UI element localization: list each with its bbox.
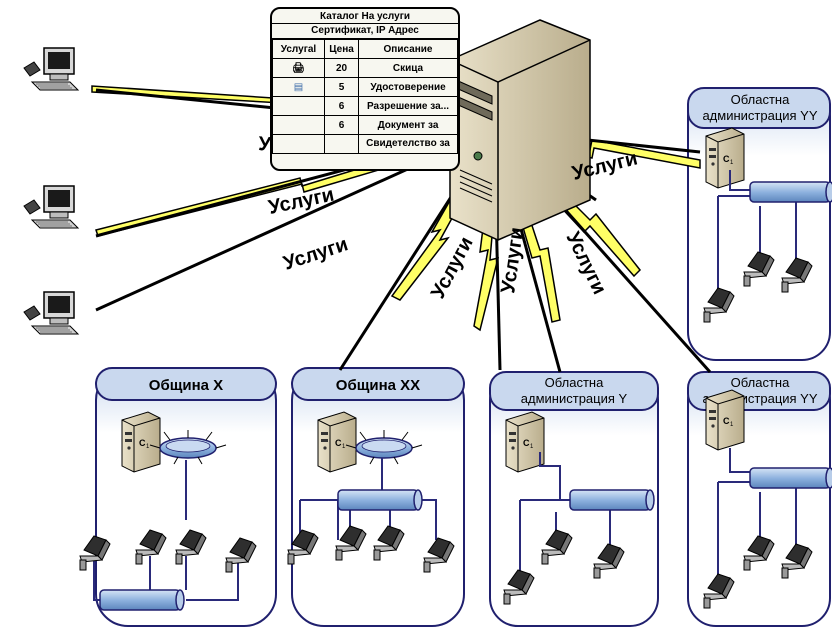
column-header: Услугаl [272, 39, 325, 59]
description-cell: Удостоверение [358, 77, 458, 97]
price-cell: 20 [324, 58, 359, 78]
server-icon [705, 389, 745, 451]
group-title-obshtina-x: Община X [149, 377, 223, 394]
group-title-admin-yy-top-line1: Областна [731, 92, 790, 107]
lan-admin-y [503, 411, 655, 605]
table-row: Свидетелство за [272, 134, 458, 154]
bus-icon [749, 181, 832, 203]
column-header: Описание [358, 39, 458, 59]
price-cell: 6 [324, 115, 359, 135]
bus-icon [99, 589, 185, 611]
client-computer-icon [23, 291, 79, 335]
link-label: Услуги [281, 233, 351, 274]
client-computer-icon [23, 47, 79, 91]
lan-obshtina-x [79, 411, 257, 611]
description-cell: Свидетелство за [358, 134, 458, 154]
table-row: 🖨 20 Скица [272, 58, 458, 78]
lan-admin-yy-top [703, 127, 832, 323]
service-catalog: Каталог На услуги Сертификат, IP Адрес У… [270, 7, 460, 171]
price-cell: 6 [324, 96, 359, 116]
central-server-icon [449, 19, 591, 241]
column-header: Цена [324, 39, 359, 59]
description-cell: Разрешение за... [358, 96, 458, 116]
catalog-subtitle: Сертификат, IP Адрес [272, 24, 458, 39]
bus-icon [749, 467, 832, 489]
group-title-admin-y-line2: администрация Y [521, 391, 628, 406]
bus-icon [569, 489, 655, 511]
server-icon [505, 411, 545, 473]
price-cell: 5 [324, 77, 359, 97]
table-row: ▤ 5 Удостоверение [272, 77, 458, 97]
scanner-icon: 🖨 [292, 62, 305, 74]
client-computer-icon [23, 185, 79, 229]
price-cell [324, 134, 359, 154]
server-icon [317, 411, 357, 473]
catalog-table: Услугаl Цена Описание 🖨 20 Скица ▤ 5 Удо… [272, 39, 458, 154]
lan-admin-yy-bottom [703, 389, 832, 609]
description-cell: Документ за [358, 115, 458, 135]
bus-icon [337, 489, 423, 511]
group-title-admin-y-line1: Областна [545, 375, 604, 390]
catalog-title: Каталог На услуги [272, 9, 458, 24]
table-row: 6 Разрешение за... [272, 96, 458, 116]
group-title-admin-yy-top-line2: администрация YY [702, 108, 817, 123]
lan-obshtina-xx [287, 411, 455, 573]
group-title-obshtina-xx: Община XX [336, 377, 420, 394]
server-icon [121, 411, 161, 473]
network-icon: ▤ [293, 81, 304, 93]
server-icon [705, 127, 745, 189]
table-row: 6 Документ за [272, 115, 458, 135]
description-cell: Скица [358, 58, 458, 78]
group-title-admin-yy-bottom-line1: Областна [731, 375, 790, 390]
